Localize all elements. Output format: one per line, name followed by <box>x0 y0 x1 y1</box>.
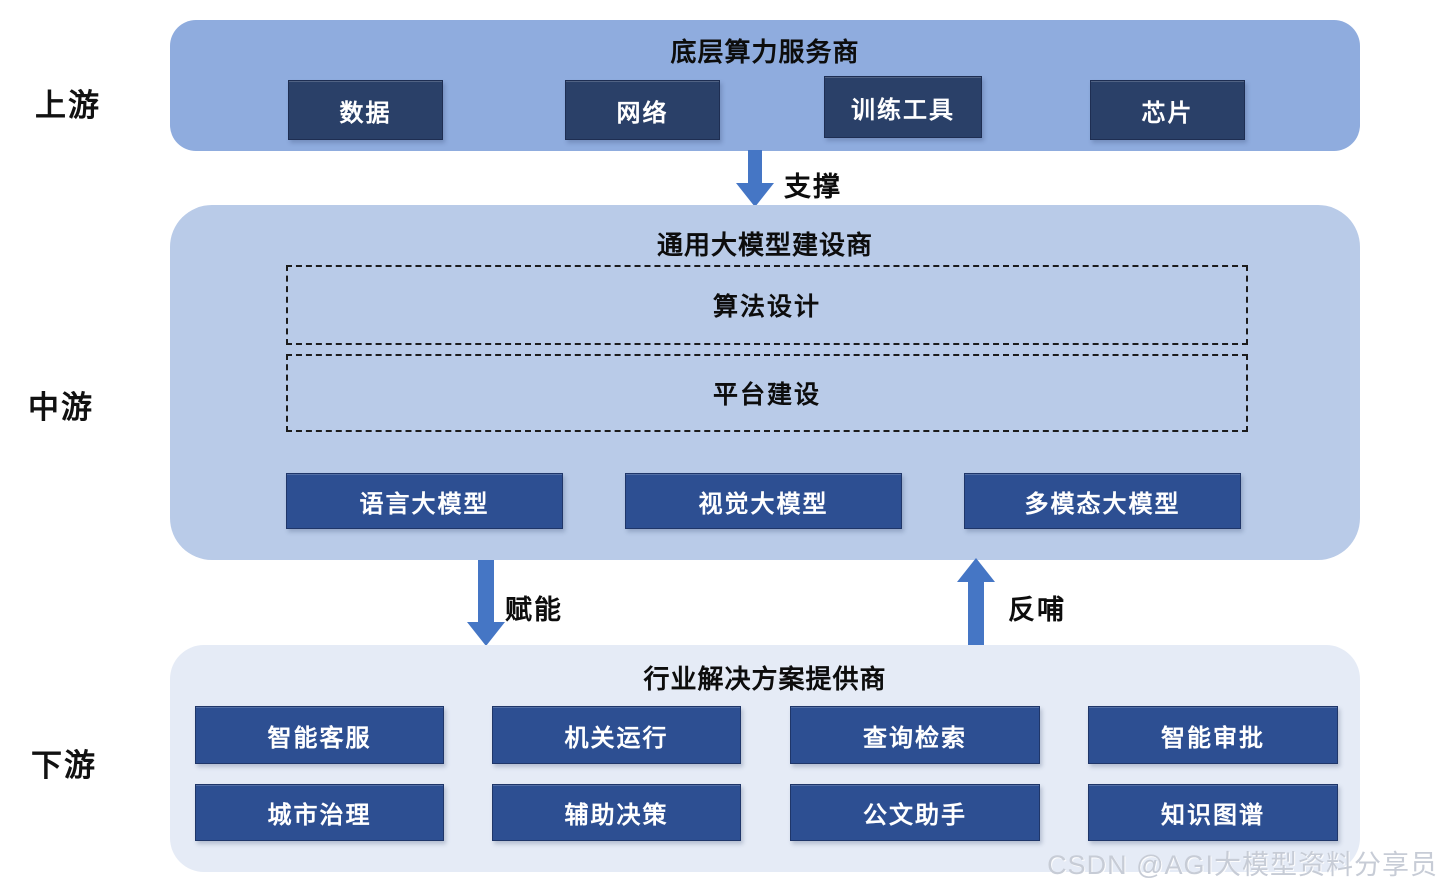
lane-label-midstream: 中游 <box>28 390 94 425</box>
downstream-box-query-retrieval: 查询检索 <box>790 706 1040 764</box>
upstream-box-network: 网络 <box>565 80 720 140</box>
downstream-box-document-assistant: 公文助手 <box>790 784 1040 841</box>
downstream-title: 行业解决方案提供商 <box>643 664 887 694</box>
empower-flow-label: 赋能 <box>505 595 563 625</box>
feedback-flow-label: 反哺 <box>1008 595 1066 625</box>
downstream-box-city-governance: 城市治理 <box>195 784 444 841</box>
downstream-box-agency-operation: 机关运行 <box>492 706 741 764</box>
lane-label-downstream: 下游 <box>31 748 97 783</box>
feedback-arrow-icon <box>957 558 995 646</box>
support-arrow-icon <box>736 150 774 207</box>
midstream-band: 通用大模型建设商 算法设计 平台建设 语言大模型 视觉大模型 多模态大模型 <box>170 205 1360 560</box>
support-flow-label: 支撑 <box>784 172 842 202</box>
upstream-band: 底层算力服务商 数据 网络 训练工具 芯片 <box>170 20 1360 151</box>
empower-arrow-icon <box>467 560 505 646</box>
upstream-title: 底层算力服务商 <box>670 37 860 67</box>
midstream-dashed-algorithm: 算法设计 <box>286 265 1248 345</box>
downstream-band: 行业解决方案提供商 智能客服 机关运行 查询检索 智能审批 城市治理 辅助决策 … <box>170 645 1360 872</box>
midstream-box-vision-model: 视觉大模型 <box>625 473 902 529</box>
upstream-box-data: 数据 <box>288 80 443 140</box>
downstream-box-smart-approval: 智能审批 <box>1088 706 1338 764</box>
csdn-watermark: CSDN @AGI大模型资料分享员 <box>1047 850 1438 880</box>
downstream-box-knowledge-graph: 知识图谱 <box>1088 784 1338 841</box>
midstream-dashed-platform: 平台建设 <box>286 354 1248 432</box>
midstream-title: 通用大模型建设商 <box>656 230 873 260</box>
upstream-box-tools: 训练工具 <box>824 76 982 138</box>
upstream-box-chips: 芯片 <box>1090 80 1245 140</box>
lane-label-upstream: 上游 <box>35 88 101 123</box>
downstream-box-decision-support: 辅助决策 <box>492 784 741 841</box>
midstream-box-multimodal-model: 多模态大模型 <box>964 473 1241 529</box>
midstream-box-language-model: 语言大模型 <box>286 473 563 529</box>
downstream-box-customer-service: 智能客服 <box>195 706 444 764</box>
